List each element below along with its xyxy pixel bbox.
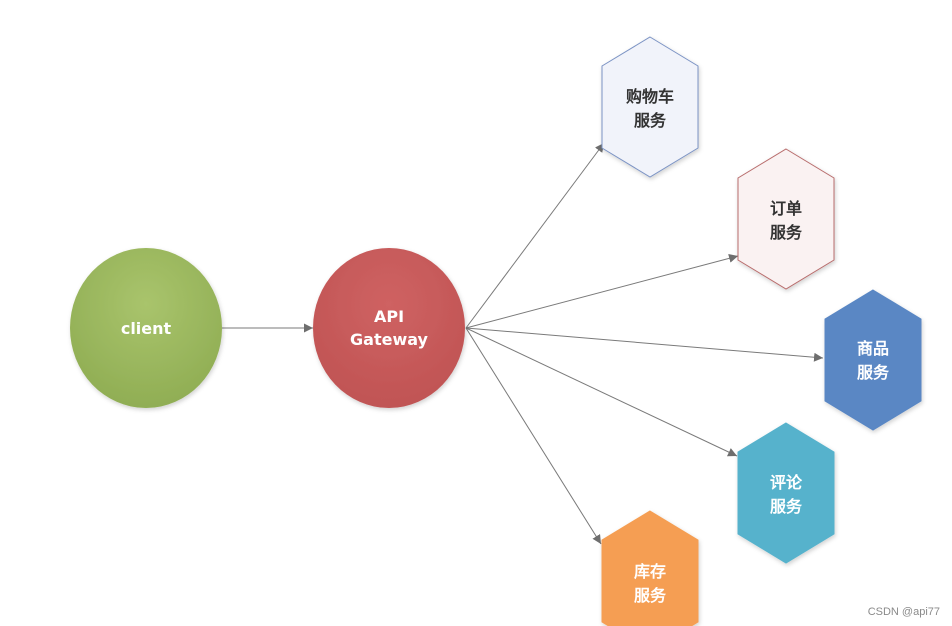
gateway-node [313,248,465,408]
client-node [70,248,222,408]
gateway-label-line1: API [374,307,404,326]
product-service-hexagon [824,289,922,431]
cart-service-label-line2: 服务 [634,111,667,130]
arrow-gateway-to-review [465,327,738,457]
product-service-label-line1: 商品 [857,339,889,358]
review-service-hexagon [737,422,835,564]
inventory-service-hexagon [601,510,699,626]
order-service-label-line2: 服务 [770,223,803,242]
review-service-label-line2: 服务 [770,497,803,516]
arrow-gateway-to-cart [465,142,605,329]
review-service-label-line1: 评论 [770,473,803,492]
cart-service-hexagon [601,36,699,178]
arrow-gateway-to-inventory [465,327,602,545]
cart-service-label-line1: 购物车 [626,87,674,106]
inventory-service-label-line2: 服务 [634,586,667,605]
arrow-gateway-to-product [465,327,824,362]
inventory-service-label-line1: 库存 [634,562,666,581]
watermark: CSDN @api77 [867,606,940,618]
gateway-label-line2: Gateway [350,330,429,349]
client-label: client [121,319,172,338]
order-service-label-line1: 订单 [770,199,802,218]
order-service-hexagon [737,148,835,290]
arrow-gateway-to-order [465,253,739,329]
connectors [222,142,824,545]
product-service-label-line2: 服务 [857,363,890,382]
